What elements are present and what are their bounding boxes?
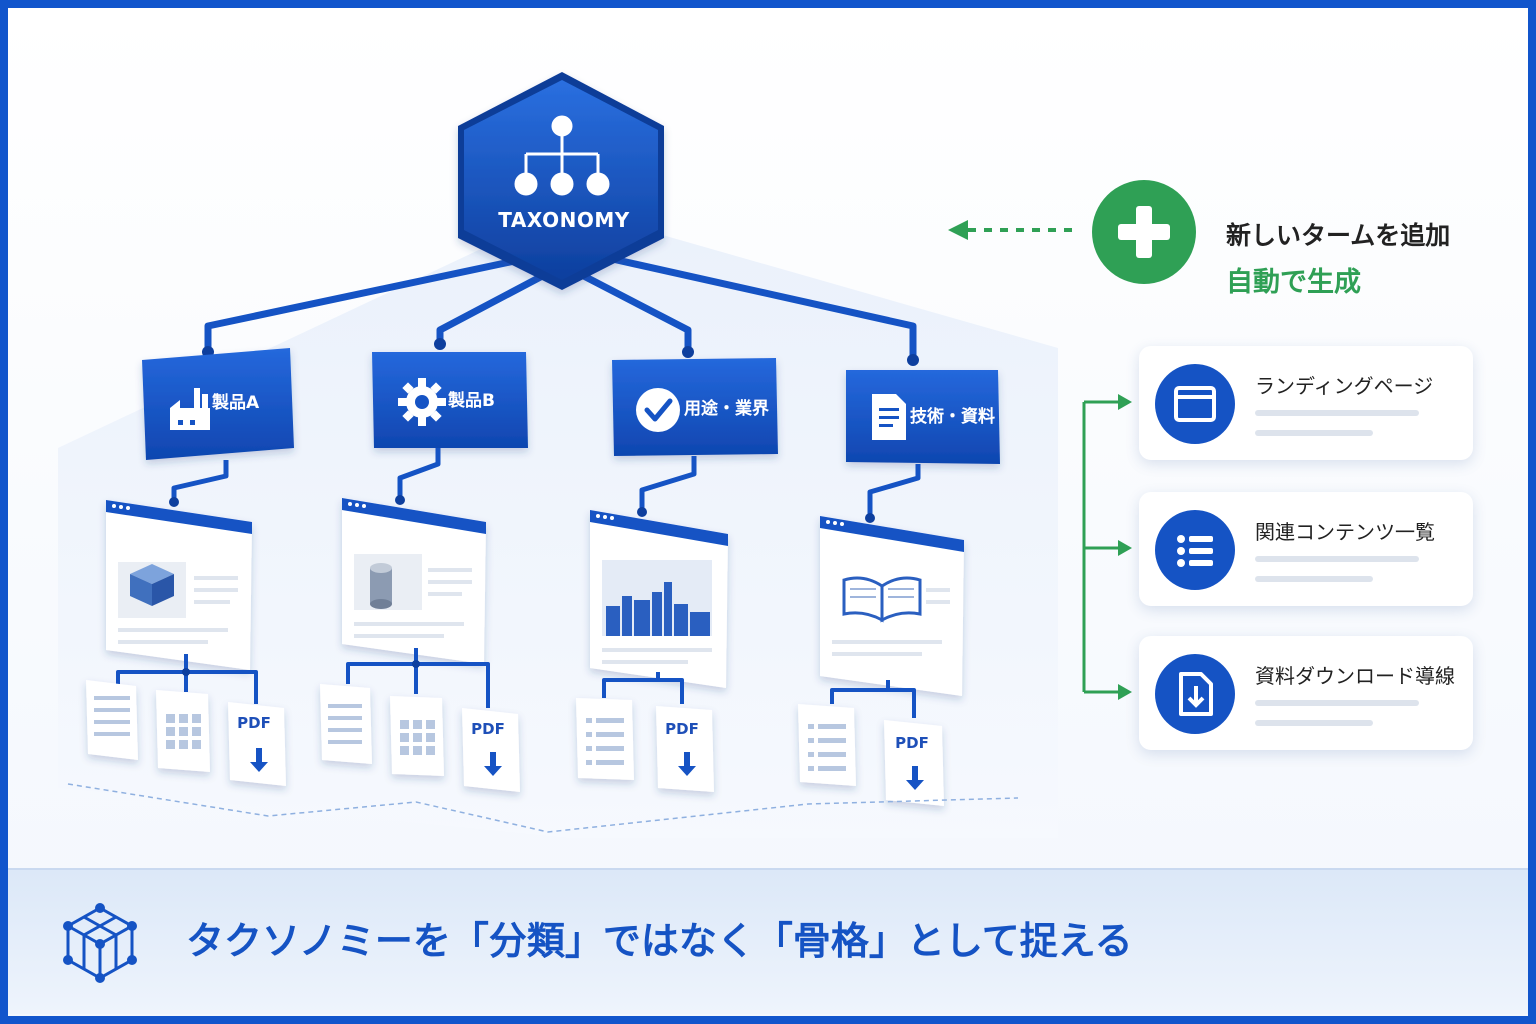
category-label-product-a: 製品A	[212, 393, 260, 413]
pdf-label: PDF	[895, 734, 929, 752]
product-b-page	[342, 498, 486, 664]
placeholder-line	[1255, 576, 1373, 582]
placeholder-line	[1255, 720, 1373, 726]
output-card-download: 資料ダウンロード導線	[1139, 636, 1473, 750]
product-a-page	[106, 500, 252, 670]
category-card-4	[846, 370, 1000, 464]
table-icon	[156, 690, 210, 772]
platform-background	[58, 208, 1058, 838]
pdf-icon	[884, 720, 944, 806]
pdf-icon	[656, 706, 714, 792]
browser-window-icon	[1155, 364, 1235, 444]
city-skyline-image	[606, 582, 710, 636]
gear-icon	[398, 378, 446, 426]
add-term-title: 新しいタームを追加	[1226, 221, 1451, 250]
footer-tagline: タクソノミーを「分類」ではなく「骨格」として捉える	[186, 919, 1133, 963]
technical-page	[820, 516, 964, 696]
product-box-image	[130, 564, 174, 606]
cube-network-icon	[63, 903, 137, 983]
root-connectors	[204, 252, 917, 364]
open-book-image	[842, 576, 922, 623]
pdf-icon	[228, 702, 286, 786]
list-icon	[1155, 510, 1235, 590]
file-connectors	[116, 648, 916, 718]
placeholder-line	[1255, 430, 1373, 436]
pdf-label: PDF	[237, 714, 271, 732]
document-icon	[86, 680, 138, 760]
category-card-1	[142, 348, 294, 460]
output-card-related-content: 関連コンテンツ一覧	[1139, 492, 1473, 606]
cylinder-image	[370, 563, 392, 609]
factory-icon	[170, 388, 210, 430]
files-product-a	[86, 680, 286, 786]
footer-banner: タクソノミーを「分類」ではなく「骨格」として捉える	[8, 868, 1528, 1014]
download-doc-icon	[1155, 654, 1235, 734]
output-card-title: 関連コンテンツ一覧	[1255, 520, 1435, 544]
pdf-label: PDF	[665, 720, 699, 738]
category-label-technical: 技術・資料	[910, 407, 995, 427]
table-icon	[390, 696, 444, 776]
category-card-2	[372, 352, 528, 448]
output-bracket	[1082, 400, 1122, 694]
pdf-label: PDF	[471, 720, 505, 738]
check-circle-icon	[636, 388, 680, 432]
pdf-icon	[462, 708, 520, 792]
output-card-title: ランディングページ	[1255, 374, 1434, 398]
output-card-title: 資料ダウンロード導線	[1255, 664, 1455, 688]
add-term-arrow	[948, 220, 1076, 240]
output-arrowheads	[1118, 394, 1132, 700]
category-connectors	[171, 448, 921, 518]
placeholder-line	[1255, 700, 1419, 706]
list-doc-icon	[576, 698, 634, 780]
industry-page	[590, 510, 728, 688]
document-icon	[320, 684, 372, 764]
placeholder-line	[1255, 556, 1419, 562]
base-dashed-line	[67, 783, 1019, 833]
category-label-product-b: 製品B	[448, 391, 495, 411]
files-product-b	[320, 684, 520, 792]
list-doc-icon	[798, 704, 856, 786]
document-icon	[872, 394, 906, 440]
taxonomy-root-label: TAXONOMY	[498, 208, 630, 232]
files-industry	[576, 698, 714, 792]
category-label-industry: 用途・業界	[684, 399, 769, 419]
files-technical	[798, 704, 944, 806]
placeholder-line	[1255, 410, 1419, 416]
hierarchy-icon	[514, 115, 610, 196]
diagram-canvas	[58, 72, 1196, 838]
plus-icon	[1092, 180, 1196, 284]
output-card-landing-page: ランディングページ	[1139, 346, 1473, 460]
add-term-subtitle: 自動で生成	[1226, 267, 1361, 298]
